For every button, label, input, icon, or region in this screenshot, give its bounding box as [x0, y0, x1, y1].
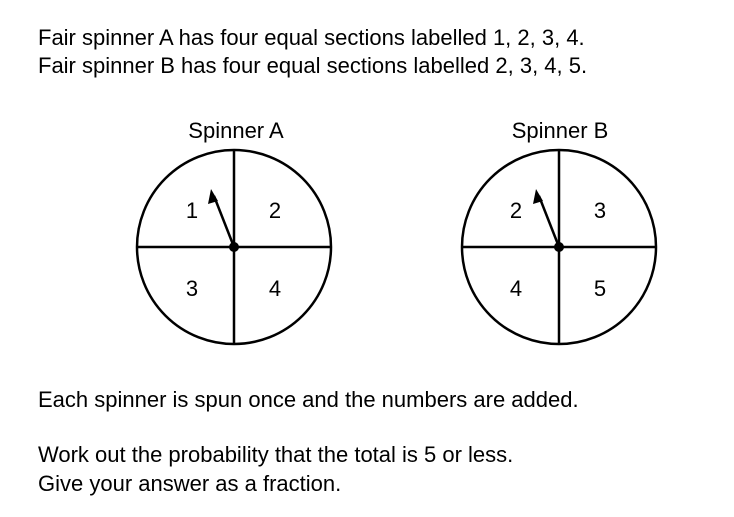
spinner-b-section-2: 2: [510, 198, 522, 223]
spinner-a-arrow-icon: [208, 189, 239, 252]
question-line-2: Work out the probability that the total …: [38, 442, 514, 467]
spinner-a: 1 2 3 4: [135, 148, 333, 346]
spinner-a-section-2: 2: [269, 198, 281, 223]
question-line-3: Give your answer as a fraction.: [38, 471, 342, 496]
spinner-b-arrow-icon: [533, 189, 564, 252]
question-line-1: Each spinner is spun once and the number…: [38, 387, 579, 412]
spinner-b-section-4: 4: [510, 276, 522, 301]
spinner-a-section-3: 3: [186, 276, 198, 301]
spinner-b-section-3: 3: [594, 198, 606, 223]
spinner-b-section-5: 5: [594, 276, 606, 301]
spinner-a-title: Spinner A: [188, 118, 284, 143]
spinner-b: 2 3 4 5: [460, 148, 658, 346]
intro-line-2: Fair spinner B has four equal sections l…: [38, 53, 588, 78]
spinner-a-section-1: 1: [186, 198, 198, 223]
spinner-b-title: Spinner B: [511, 118, 609, 143]
spinner-a-section-4: 4: [269, 276, 281, 301]
intro-line-1: Fair spinner A has four equal sections l…: [38, 25, 585, 50]
